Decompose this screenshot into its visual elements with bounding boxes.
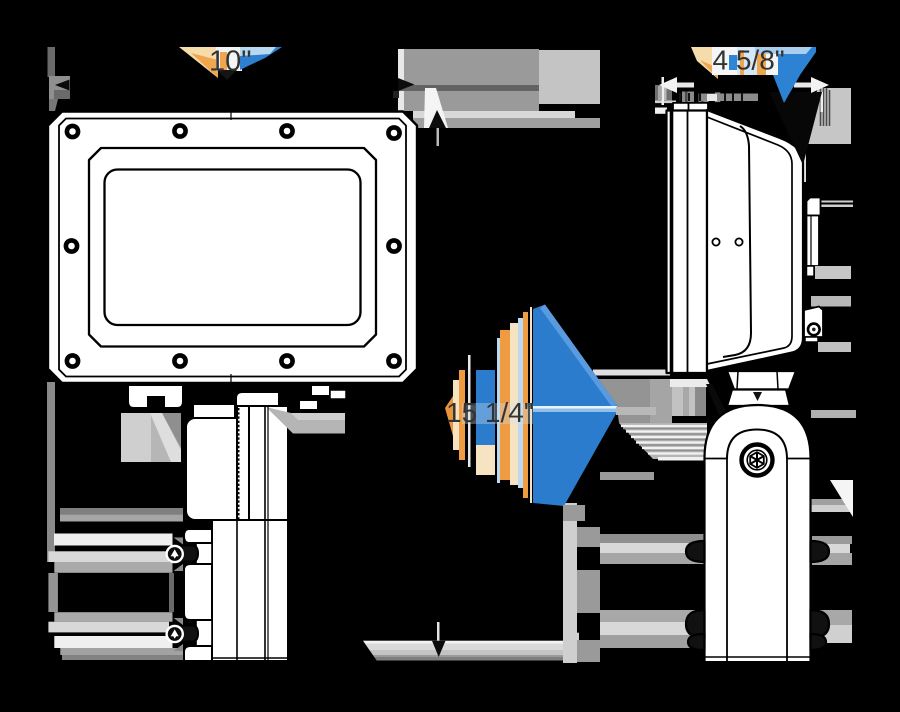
- svg-text:15 1/4": 15 1/4": [446, 397, 534, 428]
- svg-text:4 5/8": 4 5/8": [713, 45, 785, 76]
- svg-text:10": 10": [209, 46, 252, 78]
